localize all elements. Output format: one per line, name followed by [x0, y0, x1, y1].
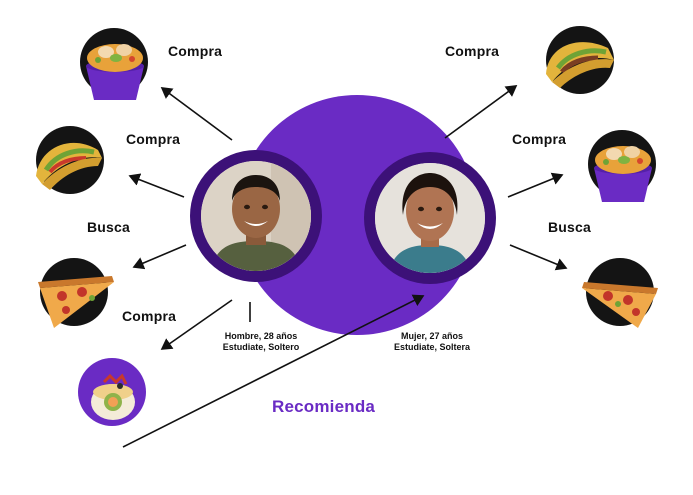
caption-man: Hombre, 28 años Estudiate, Soltero — [206, 331, 316, 353]
woman-photo — [375, 163, 485, 273]
arrow-left-4 — [160, 299, 233, 350]
arrow-left-1 — [160, 87, 233, 141]
label-right-3: Busca — [548, 219, 592, 235]
label-left-3: Busca — [87, 219, 131, 235]
label-left-1: Compra — [168, 43, 223, 59]
arrow-right-3 — [509, 244, 568, 271]
pizza-slice-icon — [582, 282, 658, 328]
label-left-4: Compra — [122, 308, 177, 324]
man-photo — [201, 161, 311, 271]
caption-man-line2: Estudiate, Soltero — [222, 342, 300, 352]
avatar-man — [190, 150, 322, 282]
food-left-4 — [78, 358, 146, 426]
food-right-1 — [546, 26, 614, 94]
arrow-left-3 — [132, 244, 187, 270]
sushi-roll-icon — [91, 373, 135, 420]
food-left-1 — [80, 28, 148, 100]
recommend-label: Recomienda — [272, 397, 376, 416]
label-right-2: Compra — [512, 131, 567, 147]
taco-icon — [36, 142, 102, 190]
caption-woman-line2: Estudiate, Soltera — [393, 342, 471, 352]
avatar-woman — [364, 152, 496, 284]
salad-bowl-icon — [594, 146, 652, 202]
label-right-1: Compra — [445, 43, 500, 59]
food-left-2 — [36, 126, 104, 194]
salad-bowl-icon — [86, 44, 144, 100]
arrow-right-2 — [507, 172, 564, 198]
caption-man-line1: Hombre, 28 años — [224, 331, 298, 341]
food-right-3 — [582, 258, 658, 328]
label-left-2: Compra — [126, 131, 181, 147]
food-right-2 — [588, 130, 656, 202]
caption-woman-line1: Mujer, 27 años — [400, 331, 464, 341]
taco-icon — [546, 42, 614, 88]
arrow-right-1 — [444, 85, 518, 139]
caption-woman: Mujer, 27 años Estudiate, Soltera — [377, 331, 487, 353]
food-left-3 — [38, 258, 114, 328]
pizza-slice-icon — [38, 276, 114, 328]
arrow-recommend — [122, 294, 425, 448]
arrow-left-2 — [128, 173, 185, 198]
